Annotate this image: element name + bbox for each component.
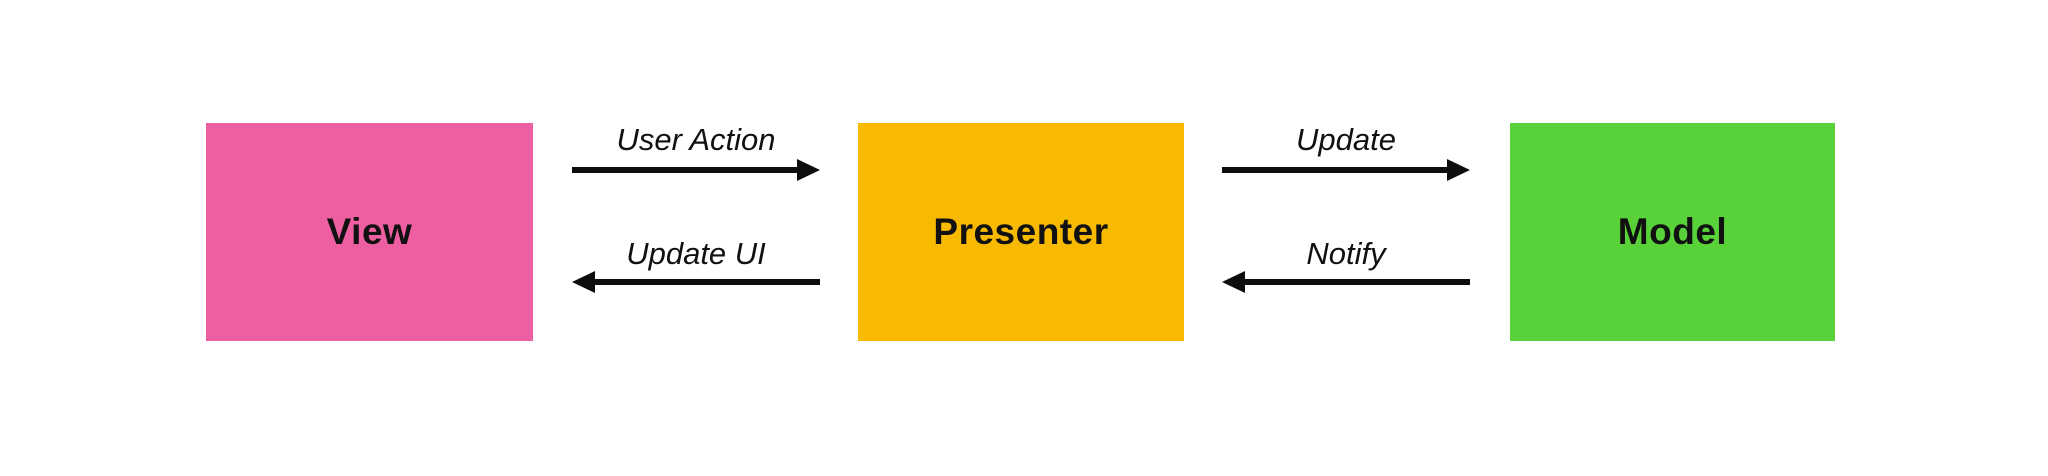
arrow-user-action: [572, 159, 820, 181]
node-presenter: Presenter: [858, 123, 1184, 341]
node-view: View: [206, 123, 533, 341]
arrowhead-right-icon: [1447, 159, 1470, 181]
arrow-update-ui: [572, 271, 820, 293]
arrowhead-right-icon: [797, 159, 820, 181]
arrow-shaft: [1222, 167, 1447, 173]
arrow-update: [1222, 159, 1470, 181]
edge-label-notify: Notify: [1306, 236, 1386, 271]
edge-label-update: Update: [1296, 122, 1396, 157]
arrowhead-left-icon: [572, 271, 595, 293]
arrow-shaft: [595, 279, 820, 285]
edge-label-user-action: User Action: [616, 122, 776, 157]
arrow-shaft: [572, 167, 797, 173]
node-view-label: View: [326, 211, 413, 252]
arrow-notify: [1222, 271, 1470, 293]
edge-label-update-ui: Update UI: [626, 236, 766, 271]
node-presenter-label: Presenter: [933, 211, 1109, 252]
arrowhead-left-icon: [1222, 271, 1245, 293]
arrow-shaft: [1245, 279, 1470, 285]
node-model-label: Model: [1617, 211, 1728, 252]
node-model: Model: [1510, 123, 1835, 341]
